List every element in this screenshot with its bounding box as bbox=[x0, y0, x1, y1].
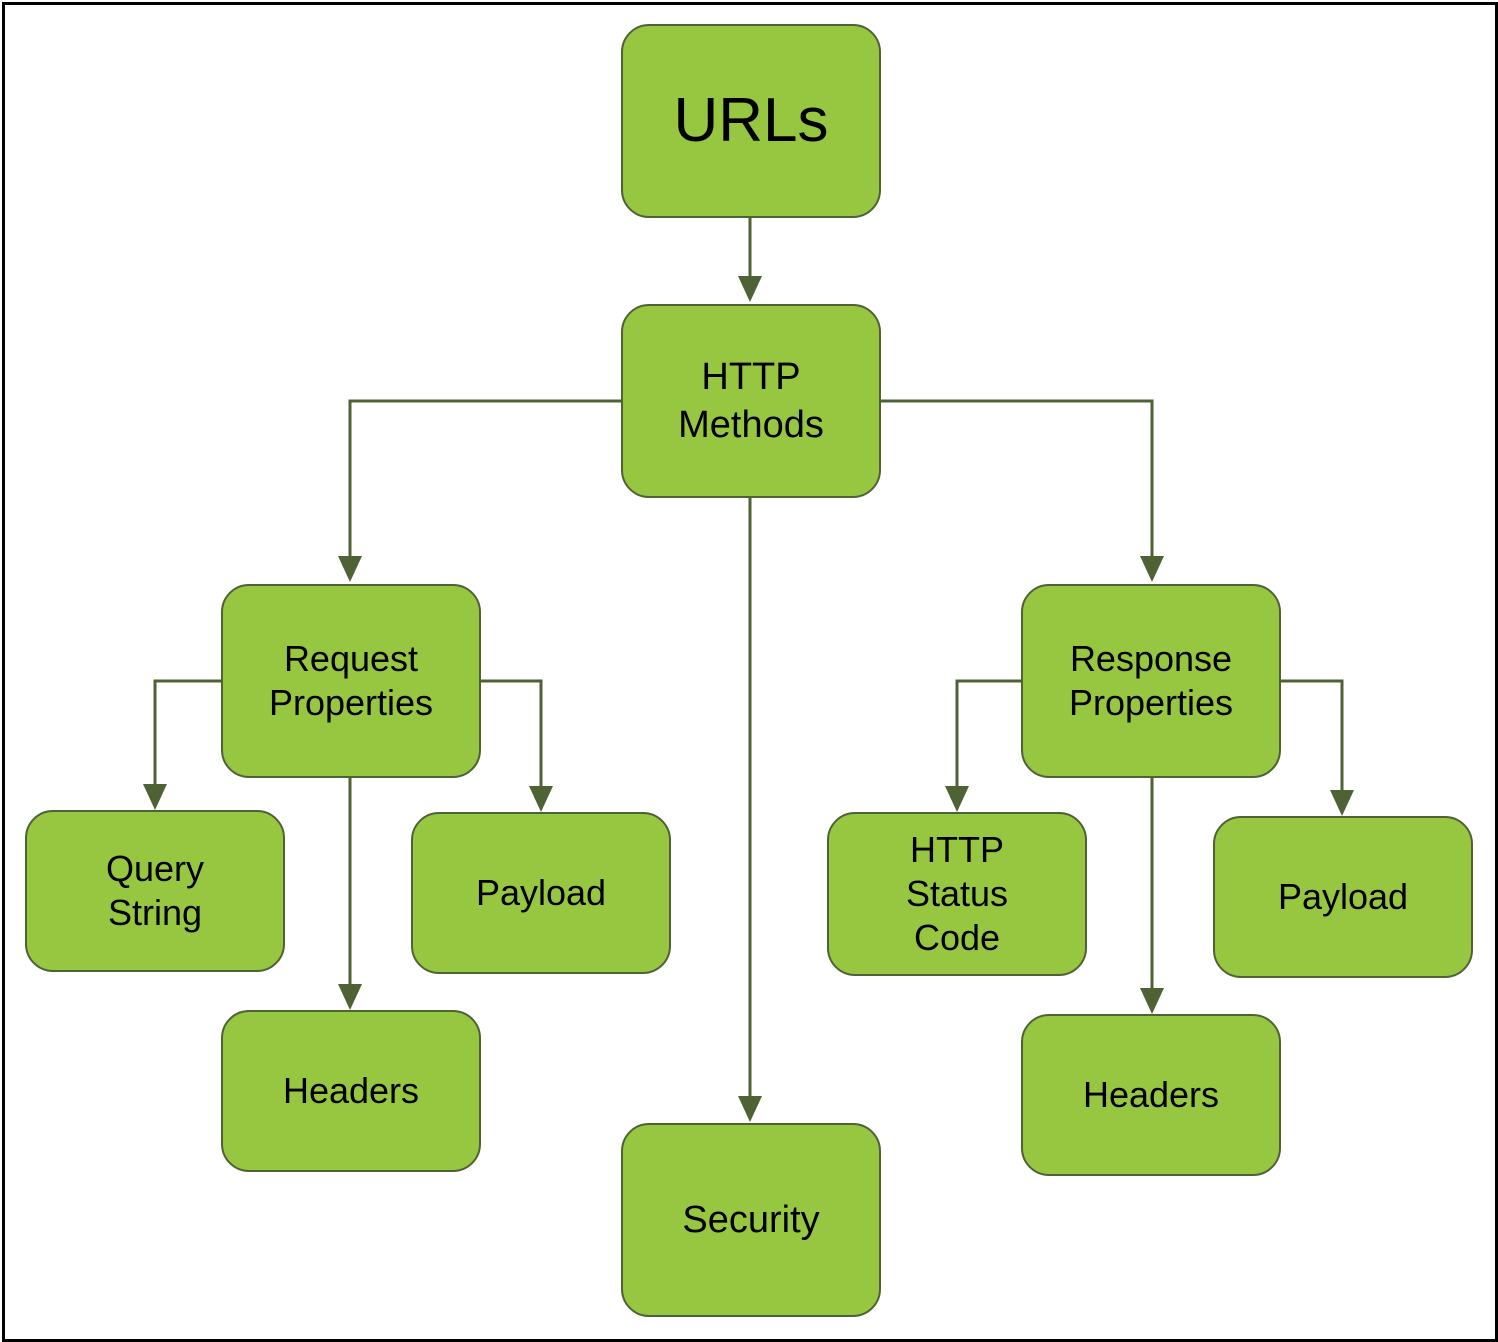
node-response-properties-label: Response Properties bbox=[1068, 638, 1234, 723]
arrowhead-http-status-code bbox=[945, 786, 969, 812]
node-urls-label: URLs bbox=[673, 86, 829, 155]
edge-http-methods-to-response-properties bbox=[880, 399, 1154, 558]
node-request-payload-label: Payload bbox=[475, 872, 607, 913]
node-security: Security bbox=[621, 1123, 881, 1317]
node-request-headers: Headers bbox=[221, 1010, 481, 1172]
arrowhead-query-string bbox=[143, 784, 167, 810]
arrowhead-http-methods bbox=[738, 276, 762, 302]
node-response-headers-label: Headers bbox=[1082, 1074, 1220, 1115]
node-query-string-label: Query String bbox=[105, 848, 205, 933]
node-security-label: Security bbox=[682, 1199, 820, 1241]
arrowhead-request-headers bbox=[338, 984, 362, 1010]
node-request-headers-label: Headers bbox=[282, 1070, 420, 1111]
arrowhead-response-headers bbox=[1140, 988, 1164, 1014]
node-http-status-code-label: HTTP Status Code bbox=[905, 829, 1009, 958]
node-response-payload: Payload bbox=[1213, 816, 1473, 978]
node-request-properties-label: Request Properties bbox=[268, 638, 434, 723]
arrowhead-response-properties bbox=[1140, 556, 1164, 582]
node-query-string: Query String bbox=[25, 810, 285, 972]
arrowhead-security bbox=[738, 1096, 762, 1122]
arrowhead-request-payload bbox=[529, 786, 553, 812]
edge-response-properties-to-response-payload bbox=[1281, 679, 1344, 792]
node-request-properties: Request Properties bbox=[221, 584, 481, 778]
edge-request-properties-to-request-payload bbox=[480, 679, 543, 788]
node-http-methods-label: HTTP Methods bbox=[678, 356, 824, 446]
node-request-payload: Payload bbox=[411, 812, 671, 974]
edge-request-properties-to-query-string bbox=[153, 679, 221, 786]
node-http-methods: HTTP Methods bbox=[621, 304, 881, 498]
arrowhead-response-payload bbox=[1330, 790, 1354, 816]
edge-http-methods-to-request-properties bbox=[348, 399, 621, 558]
edge-response-properties-to-http-status-code bbox=[955, 679, 1021, 788]
node-response-payload-label: Payload bbox=[1277, 876, 1409, 917]
node-response-headers: Headers bbox=[1021, 1014, 1281, 1176]
node-response-properties: Response Properties bbox=[1021, 584, 1281, 778]
node-urls: URLs bbox=[621, 24, 881, 218]
arrowhead-request-properties bbox=[338, 556, 362, 582]
node-http-status-code: HTTP Status Code bbox=[827, 812, 1087, 976]
